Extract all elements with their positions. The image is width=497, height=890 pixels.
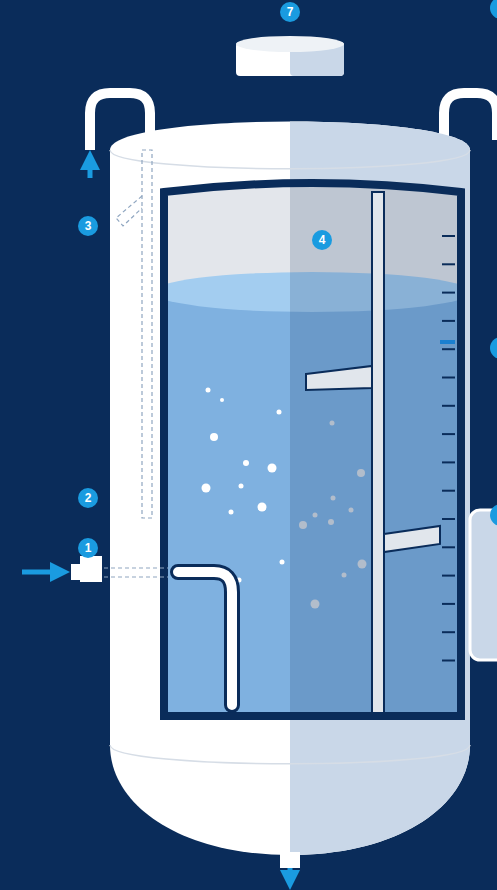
gas-bubble: [210, 433, 218, 441]
callout-number: 4: [312, 230, 332, 250]
gas-bubble: [280, 560, 285, 565]
scale-tick: [442, 433, 455, 435]
flow-arrow: [22, 570, 60, 575]
agitator-blade: [384, 526, 440, 552]
scale-tick: [442, 348, 455, 350]
callout-badge: [490, 337, 497, 359]
scale-tick: [442, 405, 455, 407]
scale-tick: [442, 518, 455, 520]
inlet-dashed: [104, 567, 168, 568]
bottom-outlet: [280, 852, 300, 868]
gas-bubble: [239, 484, 244, 489]
agitator-blade: [306, 366, 372, 390]
agitator-shaft: [372, 192, 384, 716]
scale-tick: [442, 575, 455, 577]
tank-shade: [290, 122, 470, 856]
callout-number: 1: [78, 538, 98, 558]
gas-bubble: [243, 460, 249, 466]
scale-tick: [442, 603, 455, 605]
inlet-pipe-inner: [178, 572, 232, 705]
gas-bubble: [220, 398, 224, 402]
top-nozzle-lid: [236, 36, 344, 52]
flow-arrow: [88, 160, 93, 178]
scale-tick: [442, 377, 455, 379]
inlet-pipe: [444, 93, 497, 140]
scale-tick: [442, 631, 455, 633]
inlet-dashed: [104, 576, 168, 577]
tank-seam: [110, 745, 470, 764]
level-mark: [440, 340, 455, 344]
gas-bubble: [206, 388, 211, 393]
scale-tick: [442, 490, 455, 492]
scale-tick: [442, 320, 455, 322]
scale-tick: [442, 235, 455, 237]
callout-badge: [490, 504, 497, 526]
manway: [470, 510, 497, 660]
valve-stub: [71, 564, 80, 580]
callout-number: 3: [78, 216, 98, 236]
tank-body: [110, 122, 470, 856]
scale-tick: [442, 660, 455, 662]
callout-badge: [490, 0, 497, 19]
gas-bubble: [229, 510, 234, 515]
scale-tick: [442, 461, 455, 463]
scale-tick: [442, 292, 455, 294]
scale-tick: [442, 263, 455, 265]
dip-tube: [142, 150, 152, 518]
inlet-valve: [80, 556, 102, 582]
callout-number: 7: [280, 2, 300, 22]
dip-tube-branch: [116, 196, 142, 226]
gas-bubble: [268, 464, 277, 473]
gas-bubble: [202, 484, 211, 493]
callout-number: 2: [78, 488, 98, 508]
inlet-pipe-outline: [178, 572, 232, 705]
sight-window: [164, 183, 461, 716]
window-shade: [290, 170, 465, 720]
gas-bubble: [258, 503, 267, 512]
gas-bubble: [277, 410, 282, 415]
tank-rim: [110, 150, 470, 169]
scale-tick: [442, 546, 455, 548]
flow-arrow: [288, 868, 293, 880]
